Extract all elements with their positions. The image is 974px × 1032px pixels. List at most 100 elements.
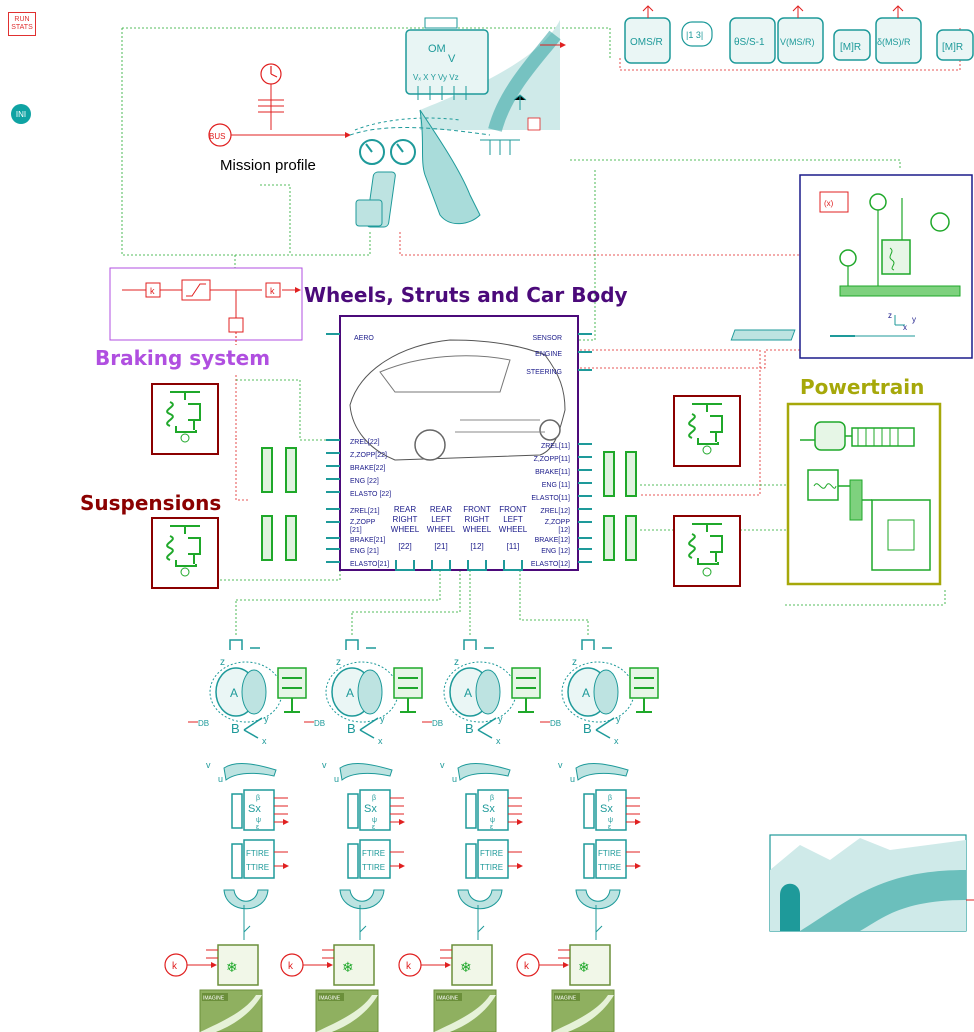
brake-disc-icon bbox=[278, 668, 306, 698]
steering-spring-box bbox=[882, 240, 910, 274]
wheels-struts-title: Wheels, Struts and Car Body bbox=[304, 283, 628, 307]
steering-arm-icon bbox=[340, 764, 392, 780]
tire-force-block[interactable] bbox=[244, 840, 274, 878]
road-sensor-v-label: V bbox=[448, 53, 456, 65]
car-body-block[interactable]: AERO ZREL[22] Z,ZOPP[22] BRAKE[22] ENG [… bbox=[326, 316, 592, 570]
braking-gain-2-label: k bbox=[270, 286, 275, 296]
body-port-zrel-22: ZREL[22] bbox=[350, 439, 380, 446]
body-port-steering: STEERING bbox=[526, 369, 562, 376]
tire-force-f-label: FTIRE bbox=[598, 849, 621, 858]
body-port-zzopp-11: Z,ZOPP[11] bbox=[534, 456, 570, 463]
wheel-v-label: v bbox=[322, 760, 327, 770]
tire-tread-icon bbox=[476, 670, 500, 714]
snowflake-icon: ❄ bbox=[226, 959, 238, 975]
body-port-aero: AERO bbox=[354, 335, 374, 342]
imagine-label: IMAGINE bbox=[555, 996, 577, 1002]
wheel-u-label: u bbox=[570, 774, 575, 784]
braking-system-block[interactable]: k k Braking system bbox=[95, 268, 302, 370]
snowflake-icon: ❄ bbox=[342, 959, 354, 975]
svg-text:[12]: [12] bbox=[470, 542, 483, 551]
slip-eps-label: ε bbox=[372, 824, 375, 831]
sensor-abs[interactable]: |1 3| bbox=[682, 22, 712, 46]
slip-beta-label: β bbox=[490, 795, 494, 802]
weather-block[interactable] bbox=[452, 945, 492, 985]
wheel-z-label: z bbox=[454, 657, 459, 668]
sensor-matrix-2[interactable]: [M]R bbox=[937, 30, 973, 60]
tire-force-t-label: TTIRE bbox=[480, 863, 503, 872]
svg-text:LEFT: LEFT bbox=[503, 515, 523, 524]
body-port-sensor: SENSOR bbox=[532, 335, 562, 342]
mission-profile-block[interactable]: OM V Vₓ X Y Vy Vz Mission profile BUS bbox=[209, 18, 565, 227]
steering-arm-icon bbox=[458, 764, 510, 780]
suspension-rear-left[interactable] bbox=[152, 518, 218, 588]
wheel-x-label: x bbox=[262, 736, 267, 746]
brake-disc-icon bbox=[512, 668, 540, 698]
tire-force-block[interactable] bbox=[360, 840, 390, 878]
snowflake-icon: ❄ bbox=[578, 959, 590, 975]
body-port-zzopp-12: Z,ZOPP bbox=[545, 519, 571, 526]
wheel-db-label: DB bbox=[432, 719, 443, 728]
tire-force-block[interactable] bbox=[596, 840, 626, 878]
body-port-zzopp-12-idx: [12] bbox=[558, 527, 570, 534]
sensor-velocity[interactable]: V(MS/R) bbox=[778, 6, 823, 63]
wheel-x-label: x bbox=[496, 736, 501, 746]
steering-mechanism-block[interactable]: (x) z y x bbox=[731, 175, 972, 358]
sensor-matrix-1[interactable]: [M]R bbox=[834, 30, 870, 60]
svg-text:FRONT: FRONT bbox=[463, 505, 491, 514]
wheel-v-label: v bbox=[558, 760, 563, 770]
wheel-a-label: A bbox=[230, 686, 238, 700]
sensor-om[interactable]: OMS/R bbox=[625, 6, 670, 63]
wheel-v-label: v bbox=[206, 760, 211, 770]
sensor-matrix-1-label: [M]R bbox=[840, 42, 861, 53]
suspensions-title: Suspensions bbox=[80, 491, 221, 515]
sensor-delta[interactable]: δ(MS)/R bbox=[876, 6, 921, 63]
contact-patch-icon bbox=[224, 890, 268, 909]
wheel-y-label: y bbox=[264, 714, 269, 724]
wheel-x-label: x bbox=[378, 736, 383, 746]
svg-text:WHEEL: WHEEL bbox=[427, 525, 456, 534]
body-port-elasto-11: ELASTO[11] bbox=[531, 495, 570, 502]
slip-sx-label: Sx bbox=[364, 803, 377, 815]
steering-arm-icon bbox=[576, 764, 628, 780]
body-port-elasto-22: ELASTO [22] bbox=[350, 491, 391, 498]
powertrain-block[interactable]: Powertrain bbox=[788, 375, 940, 584]
body-port-zzopp-21: Z,ZOPP bbox=[350, 519, 376, 526]
weather-block[interactable] bbox=[570, 945, 610, 985]
svg-text:RIGHT: RIGHT bbox=[393, 515, 418, 524]
tire-force-block[interactable] bbox=[478, 840, 508, 878]
tire-tread-icon bbox=[358, 670, 382, 714]
sensor-matrix-2-label: [M]R bbox=[942, 42, 963, 53]
weather-block[interactable] bbox=[334, 945, 374, 985]
slip-eps-label: ε bbox=[490, 824, 493, 831]
suspension-front-left[interactable] bbox=[674, 516, 740, 586]
tire-tread-icon bbox=[242, 670, 266, 714]
wheel-db-label: DB bbox=[314, 719, 325, 728]
contact-patch-icon bbox=[458, 890, 502, 909]
sensor-theta[interactable]: θS/S-1 bbox=[730, 18, 775, 63]
slip-eps-label: ε bbox=[256, 824, 259, 831]
svg-text:WHEEL: WHEEL bbox=[499, 525, 528, 534]
body-port-elasto-21: ELASTO[21] bbox=[350, 561, 389, 568]
brake-pedal-icon[interactable] bbox=[356, 200, 382, 226]
suspension-rear-right[interactable] bbox=[152, 384, 218, 454]
tire-force-t-label: TTIRE bbox=[362, 863, 385, 872]
road-sensor-box[interactable] bbox=[406, 30, 488, 94]
body-port-eng-22: ENG [22] bbox=[350, 478, 379, 485]
body-port-elasto-12: ELASTO[12] bbox=[531, 561, 570, 568]
braking-system-title: Braking system bbox=[95, 346, 270, 370]
wheel-x-label: x bbox=[614, 736, 619, 746]
body-port-zzopp-21-idx: [21] bbox=[350, 527, 362, 534]
svg-text:FRONT: FRONT bbox=[499, 505, 527, 514]
weather-block[interactable] bbox=[218, 945, 258, 985]
svg-text:RIGHT: RIGHT bbox=[465, 515, 490, 524]
sensor-delta-label: δ(MS)/R bbox=[877, 37, 911, 47]
slip-psi-label: ψ bbox=[490, 817, 495, 824]
suspension-front-right[interactable] bbox=[674, 396, 740, 466]
wheel-v-label: v bbox=[440, 760, 445, 770]
road-scene-block[interactable] bbox=[770, 835, 974, 931]
slip-beta-label: β bbox=[608, 795, 612, 802]
steering-rack bbox=[840, 286, 960, 296]
